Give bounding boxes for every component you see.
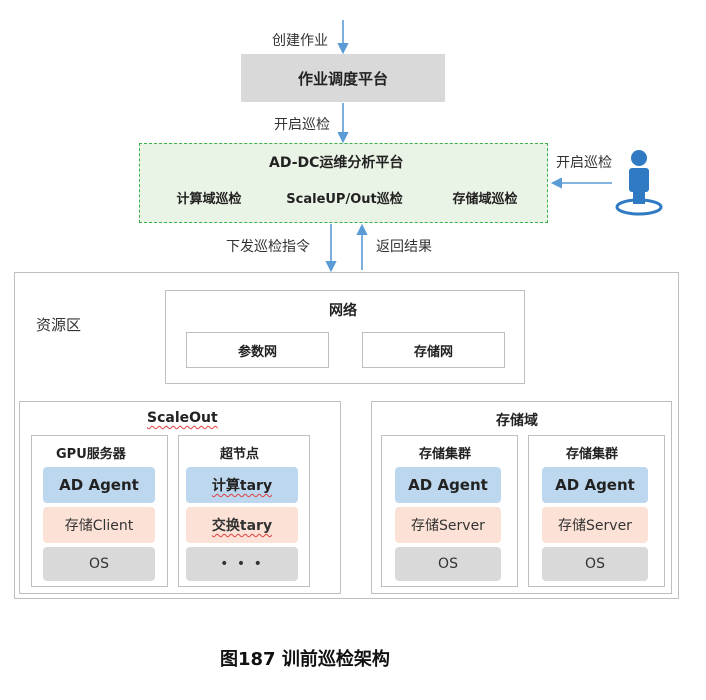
cluster-1-ad-agent: AD Agent xyxy=(395,467,501,503)
storage-domain-title: 存储域 xyxy=(496,413,538,429)
storage-network-box: 存储网 xyxy=(362,332,505,368)
gpu-os: OS xyxy=(43,547,155,581)
gpu-server-title: GPU服务器 xyxy=(56,447,126,462)
ad-dc-title: AD-DC运维分析平台 xyxy=(269,155,404,171)
user-start-inspect-label: 开启巡检 xyxy=(556,155,612,171)
cluster-1-storage-server: 存储Server xyxy=(395,507,501,543)
figure-caption: 图187 训前巡检架构 xyxy=(220,649,390,670)
gpu-storage-client: 存储Client xyxy=(43,507,155,543)
scheduler-platform: 作业调度平台 xyxy=(241,54,445,102)
cluster-2-ad-agent: AD Agent xyxy=(542,467,648,503)
gpu-ad-agent: AD Agent xyxy=(43,467,155,503)
cluster-2-os: OS xyxy=(542,547,648,581)
compute-tary-label: 计算tary xyxy=(211,478,273,494)
storage-cluster-2-title: 存储集群 xyxy=(566,447,619,462)
ad-dc-platform xyxy=(139,143,548,223)
create-job-label: 创建作业 xyxy=(272,33,328,49)
hex-storage-label: 存储域巡检 xyxy=(452,191,518,207)
switch-tary-label: 交换tary xyxy=(211,518,273,534)
start-inspect-label: 开启巡检 xyxy=(274,117,330,133)
hex-scaleout-label: ScaleUP/Out巡检 xyxy=(286,191,403,207)
network-title: 网络 xyxy=(329,303,357,319)
supernode-more: • • • xyxy=(186,547,298,581)
send-command-label: 下发巡检指令 xyxy=(226,239,310,255)
storage-cluster-1-title: 存储集群 xyxy=(419,447,472,462)
compute-tary: 计算tary xyxy=(186,467,298,503)
scaleout-title: ScaleOut xyxy=(147,410,218,426)
resource-zone-title: 资源区 xyxy=(36,316,82,334)
cluster-1-os: OS xyxy=(395,547,501,581)
param-network-box: 参数网 xyxy=(186,332,329,368)
cluster-2-storage-server: 存储Server xyxy=(542,507,648,543)
hex-compute-label: 计算域巡检 xyxy=(176,191,242,207)
return-result-label: 返回结果 xyxy=(376,239,432,255)
user-icon xyxy=(615,150,663,216)
switch-tary: 交换tary xyxy=(186,507,298,543)
supernode-title: 超节点 xyxy=(220,447,260,462)
